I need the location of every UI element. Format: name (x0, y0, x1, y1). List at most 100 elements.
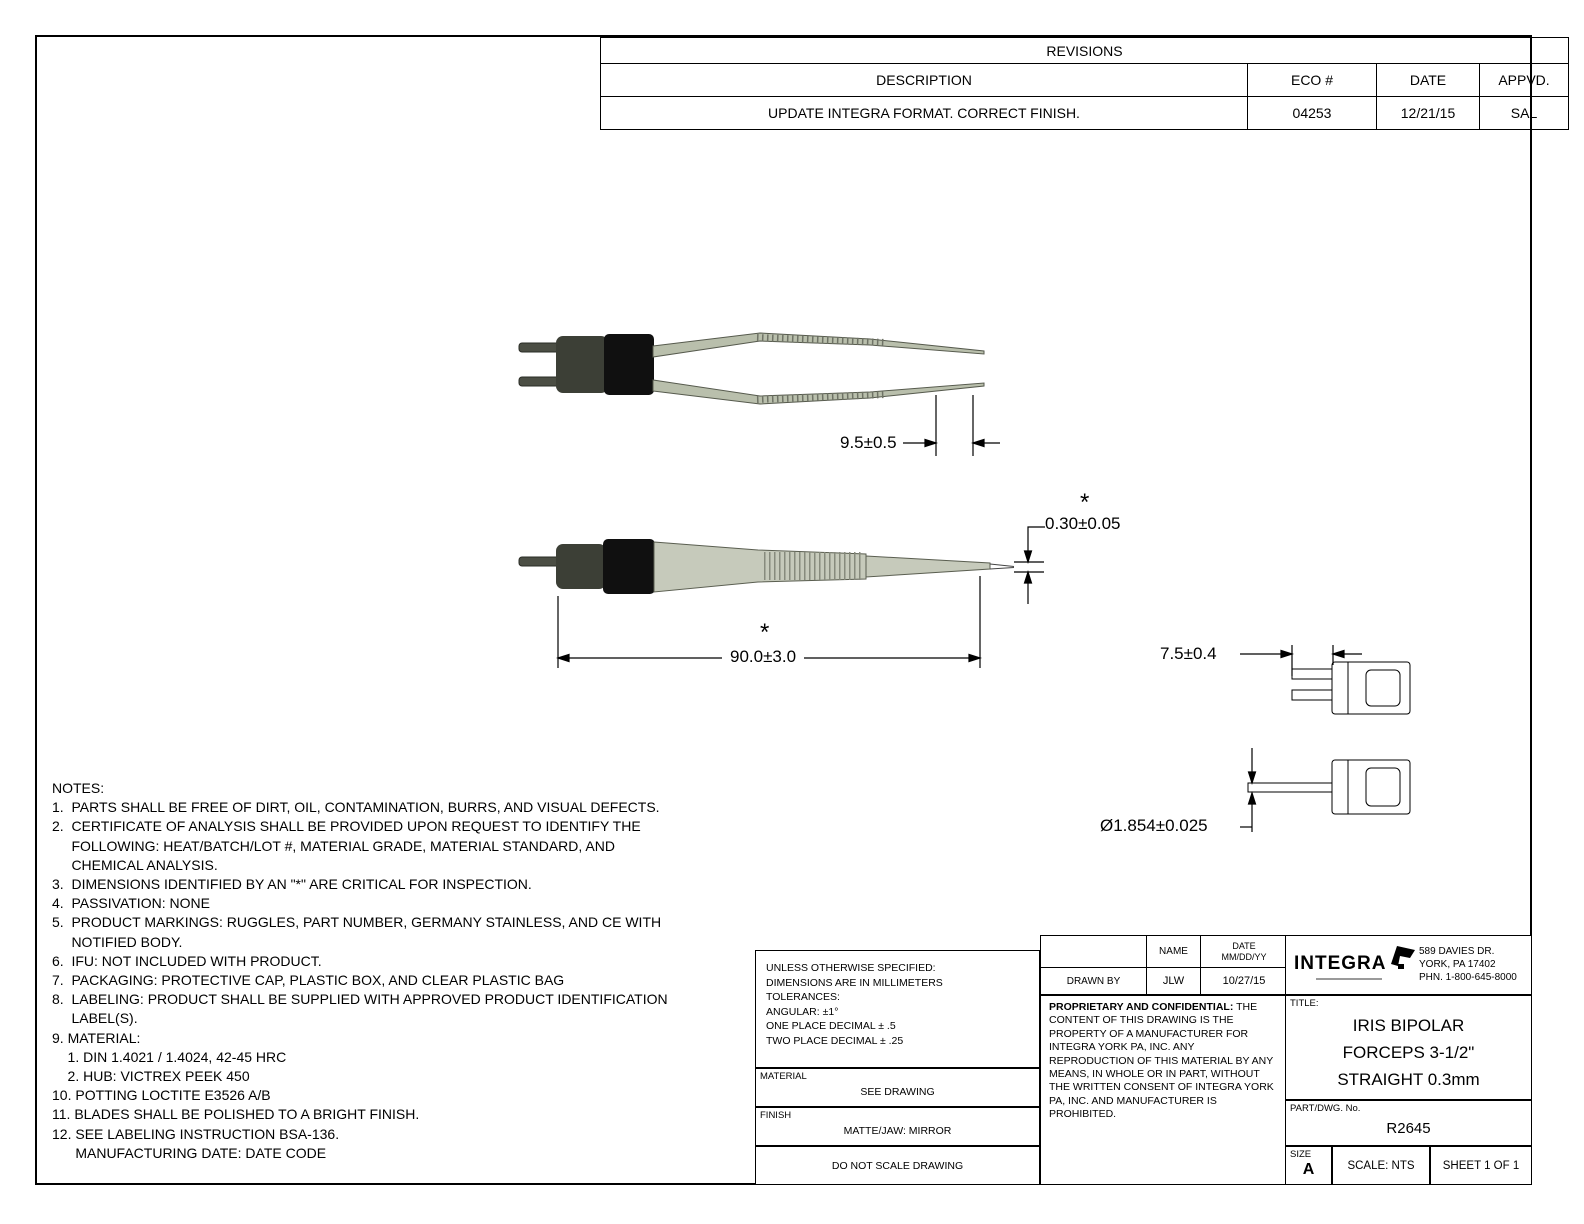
finish-box: FINISH MATTE/JAW: MIRROR (755, 1107, 1040, 1146)
approval-date-header-line1: DATE (1232, 940, 1256, 951)
scale-value: SCALE: NTS (1347, 1159, 1415, 1172)
connector-pin-cylinder (1247, 782, 1333, 793)
critical-marker-tip-thickness: * (1080, 489, 1090, 516)
dimension-pin-diameter: Ø1.854±0.025 (1100, 816, 1208, 835)
revision-row: UPDATE INTEGRA FORMAT. CORRECT FINISH. 0… (600, 96, 1569, 130)
sheet-value: SHEET 1 OF 1 (1442, 1159, 1520, 1172)
approval-date-header-line2: MM/DD/YY (1221, 951, 1267, 962)
note-line: FOLLOWING: HEAT/BATCH/LOT #, MATERIAL GR… (52, 837, 615, 854)
tolerance-line: DIMENSIONS ARE IN MILLIMETERS (766, 976, 943, 989)
size-box: SIZE A (1285, 1146, 1332, 1185)
tolerance-line: ANGULAR: ±1° (766, 1005, 839, 1018)
proprietary-heading: PROPRIETARY AND CONFIDENTIAL: (1049, 1001, 1234, 1013)
title-line-3: STRAIGHT 0.3mm (1337, 1070, 1480, 1089)
note-line: 2. HUB: VICTREX PEEK 450 (52, 1068, 250, 1085)
revision-description: UPDATE INTEGRA FORMAT. CORRECT FINISH. (600, 96, 1248, 130)
company-box: INTEGRA 589 DAVIES DR. YORK, PA 17402 PH… (1285, 935, 1532, 995)
connector-latch-2 (1365, 767, 1401, 807)
dimension-connector-pin-length: 7.5±0.4 (1160, 644, 1217, 663)
drawing-title: IRIS BIPOLAR FORCEPS 3-1/2" STRAIGHT 0.3… (1286, 1012, 1531, 1093)
top-view-pin-upper (518, 342, 560, 353)
top-view-arm-upper (652, 332, 985, 358)
do-not-scale-text: DO NOT SCALE DRAWING (831, 1159, 964, 1172)
tolerances-box: UNLESS OTHERWISE SPECIFIED: DIMENSIONS A… (755, 950, 1040, 1068)
integra-logo-mark (1388, 944, 1416, 975)
note-line: 7. PACKAGING: PROTECTIVE CAP, PLASTIC BO… (52, 972, 565, 989)
note-line: LABEL(S). (52, 1010, 138, 1027)
note-line: MANUFACTURING DATE: DATE CODE (52, 1144, 327, 1161)
company-address: 589 DAVIES DR. YORK, PA 17402 PHN. 1-800… (1419, 945, 1517, 984)
side-view-body (653, 541, 867, 593)
note-line: 11. BLADES SHALL BE POLISHED TO A BRIGHT… (52, 1106, 420, 1123)
side-view-blade (865, 555, 991, 578)
company-address-line3: PHN. 1-800-645-8000 (1419, 972, 1517, 983)
company-address-line2: YORK, PA 17402 (1419, 959, 1496, 970)
title-label: TITLE: (1290, 998, 1319, 1009)
top-view-pin-lower (518, 376, 560, 387)
finish-label: FINISH (760, 1110, 792, 1121)
side-view-hub (556, 544, 606, 589)
note-line: 1. DIN 1.4021 / 1.4024, 42-45 HRC (52, 1048, 287, 1065)
size-label: SIZE (1290, 1149, 1312, 1160)
proprietary-body: THE CONTENT OF THIS DRAWING IS THE PROPE… (1049, 1001, 1274, 1121)
tolerance-line: ONE PLACE DECIMAL ± .5 (766, 1020, 896, 1032)
size-value: A (1302, 1160, 1315, 1178)
dimension-tip-thickness: 0.30±0.05 (1045, 514, 1121, 533)
connector-side-view (1291, 661, 1411, 715)
note-line: 4. PASSIVATION: NONE (52, 895, 210, 912)
note-line: 9. MATERIAL: (52, 1029, 141, 1046)
connector-pin-2 (1291, 689, 1333, 701)
dimension-lines (556, 395, 1362, 832)
critical-marker-overall-length: * (760, 619, 770, 646)
forceps-top-view (518, 332, 985, 405)
side-view-pin (518, 556, 562, 567)
note-line: 10. POTTING LOCTITE E3526 A/B (52, 1087, 271, 1104)
part-number-value: R2645 (1386, 1119, 1431, 1137)
note-line: 6. IFU: NOT INCLUDED WITH PRODUCT. (52, 952, 322, 969)
material-label: MATERIAL (760, 1071, 807, 1082)
part-number-label: PART/DWG. No. (1290, 1103, 1361, 1114)
forceps-side-view (518, 539, 1015, 594)
scale-box: SCALE: NTS (1332, 1146, 1430, 1185)
title-line-1: IRIS BIPOLAR (1352, 1016, 1465, 1035)
tolerance-line: TWO PLACE DECIMAL ± .25 (766, 1034, 904, 1047)
connector-latch (1365, 669, 1401, 707)
approval-table: NAME DATE MM/DD/YY DRAWN BY JLW 10/27/15 (1040, 935, 1288, 995)
proprietary-box: PROPRIETARY AND CONFIDENTIAL: THE CONTEN… (1040, 995, 1286, 1185)
material-value: SEE DRAWING (860, 1085, 935, 1098)
connector-pin-1 (1291, 668, 1333, 680)
title-line-2: FORCEPS 3-1/2" (1342, 1043, 1475, 1062)
note-line: 3. DIMENSIONS IDENTIFIED BY AN "*" ARE C… (52, 876, 532, 893)
revision-appvd: SAL (1479, 96, 1569, 130)
top-view-hub (556, 336, 608, 393)
note-line: 12. SEE LABELING INSTRUCTION BSA-136. (52, 1125, 340, 1142)
top-view-hub-band (604, 334, 654, 395)
notes-title: NOTES: (52, 780, 105, 796)
part-number-box: PART/DWG. No. R2645 (1285, 1100, 1532, 1146)
note-line: CHEMICAL ANALYSIS. (52, 856, 218, 873)
note-line: NOTIFIED BODY. (52, 933, 183, 950)
do-not-scale-box: DO NOT SCALE DRAWING (755, 1146, 1040, 1185)
tolerance-line: TOLERANCES: (766, 991, 840, 1003)
revisions-col-description: DESCRIPTION (600, 63, 1248, 97)
tolerance-line: UNLESS OTHERWISE SPECIFIED: (766, 962, 936, 974)
approval-name-header: NAME (1146, 935, 1201, 968)
note-line: 1. PARTS SHALL BE FREE OF DIRT, OIL, CON… (52, 799, 660, 816)
side-view-blade-tip (989, 563, 1015, 570)
top-view-arm-lower (652, 379, 985, 405)
sheet-box: SHEET 1 OF 1 (1430, 1146, 1532, 1185)
integra-logo-tagline (1316, 978, 1382, 980)
title-box: TITLE: IRIS BIPOLAR FORCEPS 3-1/2" STRAI… (1285, 995, 1532, 1100)
note-line: 5. PRODUCT MARKINGS: RUGGLES, PART NUMBE… (52, 914, 662, 931)
notes-block: NOTES: 1. PARTS SHALL BE FREE OF DIRT, O… (52, 779, 668, 1163)
dimension-tip-length: 9.5±0.5 (840, 433, 897, 452)
material-box: MATERIAL SEE DRAWING (755, 1068, 1040, 1107)
approval-blank-header (1040, 935, 1147, 968)
drawn-by-label: DRAWN BY (1040, 967, 1147, 995)
note-line: 8. LABELING: PRODUCT SHALL BE SUPPLIED W… (52, 991, 668, 1008)
finish-value: MATTE/JAW: MIRROR (843, 1124, 952, 1137)
note-line: 2. CERTIFICATE OF ANALYSIS SHALL BE PROV… (52, 818, 641, 835)
connector-pin-view (1247, 759, 1411, 815)
dimension-overall-length: 90.0±3.0 (722, 647, 805, 667)
